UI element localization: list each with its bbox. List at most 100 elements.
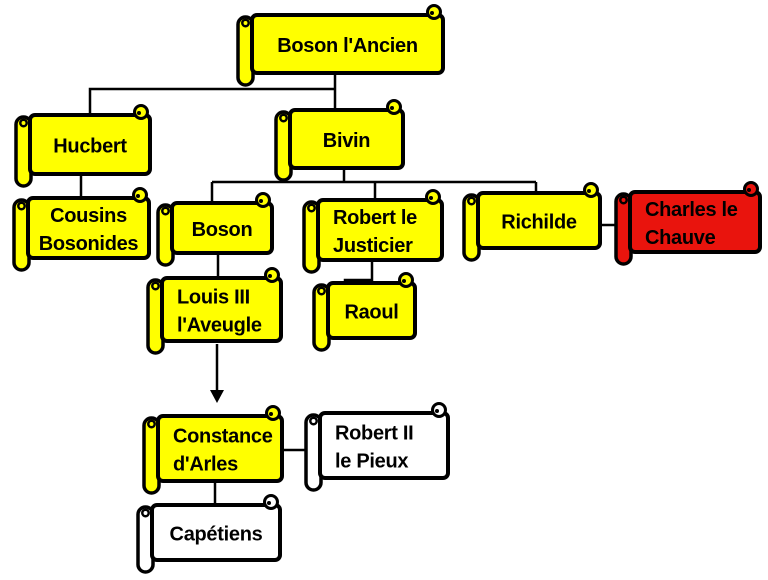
scroll-curl-dot: [136, 194, 140, 198]
scroll-body: [288, 108, 405, 170]
scroll-body: [156, 414, 284, 483]
scroll-body: [160, 276, 283, 343]
node-raoul: Raoul: [312, 272, 417, 352]
node-label-line: Charles le: [645, 199, 738, 221]
scroll-body: [476, 191, 602, 250]
scroll-curl-icon: [426, 4, 442, 20]
scroll-curl-dot: [390, 106, 394, 110]
arrowhead-down: [210, 390, 224, 403]
scroll-curl-dot: [267, 501, 271, 505]
scroll-curl-icon: [133, 104, 149, 120]
node-label: Robert le Justicier: [333, 207, 417, 257]
node-label-line: Bivin: [323, 130, 370, 152]
node-label-line: Hucbert: [53, 136, 127, 158]
scroll-body: [628, 190, 762, 254]
node-robert-ii-le-pieux: Robert II le Pieux: [304, 402, 450, 492]
node-label: Louis III l'Aveugle: [177, 287, 262, 337]
node-constance-d-arles: Constance d'Arles: [142, 405, 284, 495]
scroll-curl-dot: [747, 188, 751, 192]
scroll-curl-icon: [132, 187, 148, 203]
connector-bivin-to-boson-robert-richilde: [210, 168, 538, 204]
node-label-line: le Pieux: [335, 451, 408, 473]
node-label: Capétiens: [170, 524, 263, 546]
node-label: Charles le Chauve: [645, 199, 738, 249]
scroll-body: [250, 13, 445, 75]
scroll-roll-hook-icon: [309, 416, 318, 426]
scroll-curl-dot: [268, 274, 272, 278]
node-richilde: Richilde: [462, 182, 602, 262]
node-label: Raoul: [344, 302, 398, 324]
node-label-line: Cousins: [50, 205, 127, 227]
scroll-curl-icon: [398, 272, 414, 288]
node-label: Richilde: [501, 212, 577, 234]
node-capetiens: Capétiens: [136, 494, 282, 574]
scroll-curl-icon: [425, 189, 441, 205]
scroll-roll-hook-icon: [467, 196, 476, 206]
scroll-roll-hook-icon: [279, 113, 288, 123]
node-label-line: Boson: [192, 219, 253, 241]
scroll-body: [26, 196, 151, 260]
node-label-line: l'Aveugle: [177, 315, 262, 337]
scroll-body: [150, 503, 282, 562]
node-label-line: Capétiens: [170, 524, 263, 546]
node-label: Hucbert: [53, 136, 127, 158]
scroll-roll-hook-icon: [141, 508, 150, 518]
node-label-line: Bosonides: [39, 233, 139, 255]
scroll-curl-icon: [255, 192, 271, 208]
node-label-line: Louis III: [177, 287, 250, 309]
scroll-roll-hook-icon: [317, 286, 326, 296]
scroll-roll-hook-icon: [241, 18, 250, 28]
scroll-curl-icon: [431, 402, 447, 418]
node-label-line: Justicier: [333, 235, 413, 257]
scroll-curl-dot: [269, 412, 273, 416]
node-boson: Boson: [156, 192, 274, 267]
scroll-roll-hook-icon: [151, 281, 160, 291]
scroll-roll-hook-icon: [19, 118, 28, 128]
node-label: Robert II le Pieux: [335, 423, 413, 473]
node-label-line: Boson l'Ancien: [277, 35, 418, 57]
scroll-curl-icon: [386, 99, 402, 115]
scroll-curl-dot: [259, 199, 263, 203]
node-label-line: Richilde: [501, 212, 577, 234]
node-label: Boson l'Ancien: [277, 35, 418, 57]
node-label: Bivin: [323, 130, 370, 152]
scroll-body: [318, 411, 450, 480]
node-robert-le-justicier: Robert le Justicier: [302, 189, 444, 274]
node-boson-l-ancien: Boson l'Ancien: [236, 4, 445, 87]
scroll-curl-dot: [435, 409, 439, 413]
node-label-line: Constance: [173, 426, 273, 448]
scroll-curl-icon: [263, 494, 279, 510]
scroll-body: [28, 113, 152, 176]
scroll-curl-icon: [583, 182, 599, 198]
node-label-line: d'Arles: [173, 454, 238, 476]
scroll-body: [316, 198, 444, 262]
scroll-roll-hook-icon: [147, 419, 156, 429]
scroll-roll-hook-icon: [161, 206, 170, 216]
connector-robert-justicier-to-raoul: [343, 260, 374, 284]
scroll-curl-dot: [402, 279, 406, 283]
scroll-roll-hook-icon: [619, 195, 628, 205]
scroll-curl-icon: [265, 405, 281, 421]
node-label: Boson: [192, 219, 253, 241]
scroll-curl-dot: [430, 11, 434, 15]
node-label-line: Chauve: [645, 227, 716, 249]
node-label-line: Robert le: [333, 207, 417, 229]
node-charles-le-chauve: Charles le Chauve: [614, 181, 762, 266]
scroll-body: [170, 201, 274, 255]
node-louis-iii-l-aveugle: Louis III l'Aveugle: [146, 267, 283, 355]
scroll-curl-icon: [264, 267, 280, 283]
scroll-roll-hook-icon: [307, 203, 316, 213]
node-label-line: Raoul: [344, 302, 398, 324]
scroll-curl-dot: [587, 189, 591, 193]
scroll-curl-dot: [429, 196, 433, 200]
node-hucbert: Hucbert: [14, 104, 152, 188]
node-label-line: Robert II: [335, 423, 413, 445]
scroll-curl-dot: [137, 111, 141, 115]
node-label: Constance d'Arles: [173, 426, 273, 476]
connector-boson-ancien-to-hucbert-and-bivin: [88, 73, 337, 115]
node-bivin: Bivin: [274, 99, 405, 182]
